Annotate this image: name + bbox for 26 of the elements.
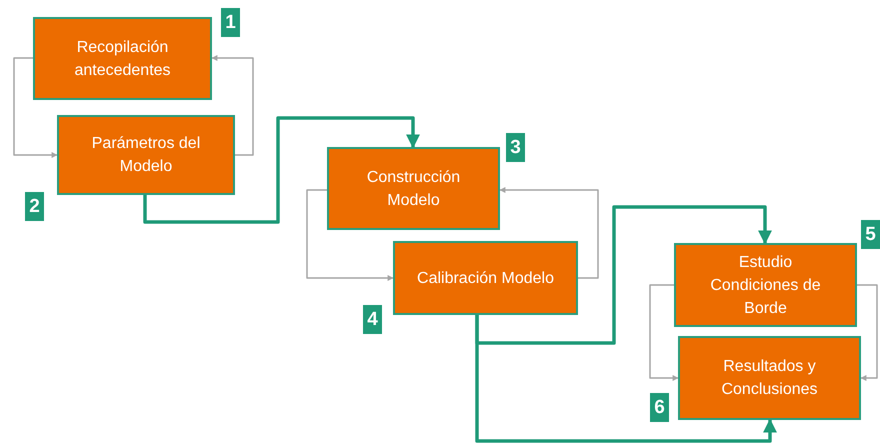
- step-number-badge: 3: [506, 133, 525, 162]
- arrow: [143, 116, 420, 224]
- process-box: [674, 243, 857, 327]
- step-number-badge: 1: [221, 8, 240, 37]
- step-label: Calibración Modelo: [417, 268, 554, 288]
- step-label: Resultados y Conclusiones: [720, 357, 819, 400]
- arrow: [475, 205, 772, 345]
- step-number-badge: 6: [650, 393, 669, 422]
- arrow: [649, 284, 679, 381]
- step-label: Estudio Condiciones de Borde: [709, 252, 822, 318]
- arrow: [499, 187, 599, 279]
- step-label: Parámetros del Modelo: [90, 134, 202, 177]
- process-box: [327, 147, 500, 230]
- arrow: [13, 57, 58, 158]
- step-label: Construcción Modelo: [366, 168, 462, 210]
- step-number-badge: 2: [25, 192, 44, 221]
- process-box: [678, 336, 861, 420]
- process-box: [57, 115, 235, 195]
- process-box: [393, 241, 578, 315]
- arrow: [857, 284, 878, 381]
- step-label: Recopilación antecedentes: [73, 38, 172, 80]
- process-box: [33, 17, 212, 100]
- arrow: [306, 189, 394, 281]
- step-number-badge: 4: [363, 305, 382, 334]
- step-number-badge: 5: [861, 220, 880, 249]
- arrow: [211, 55, 254, 156]
